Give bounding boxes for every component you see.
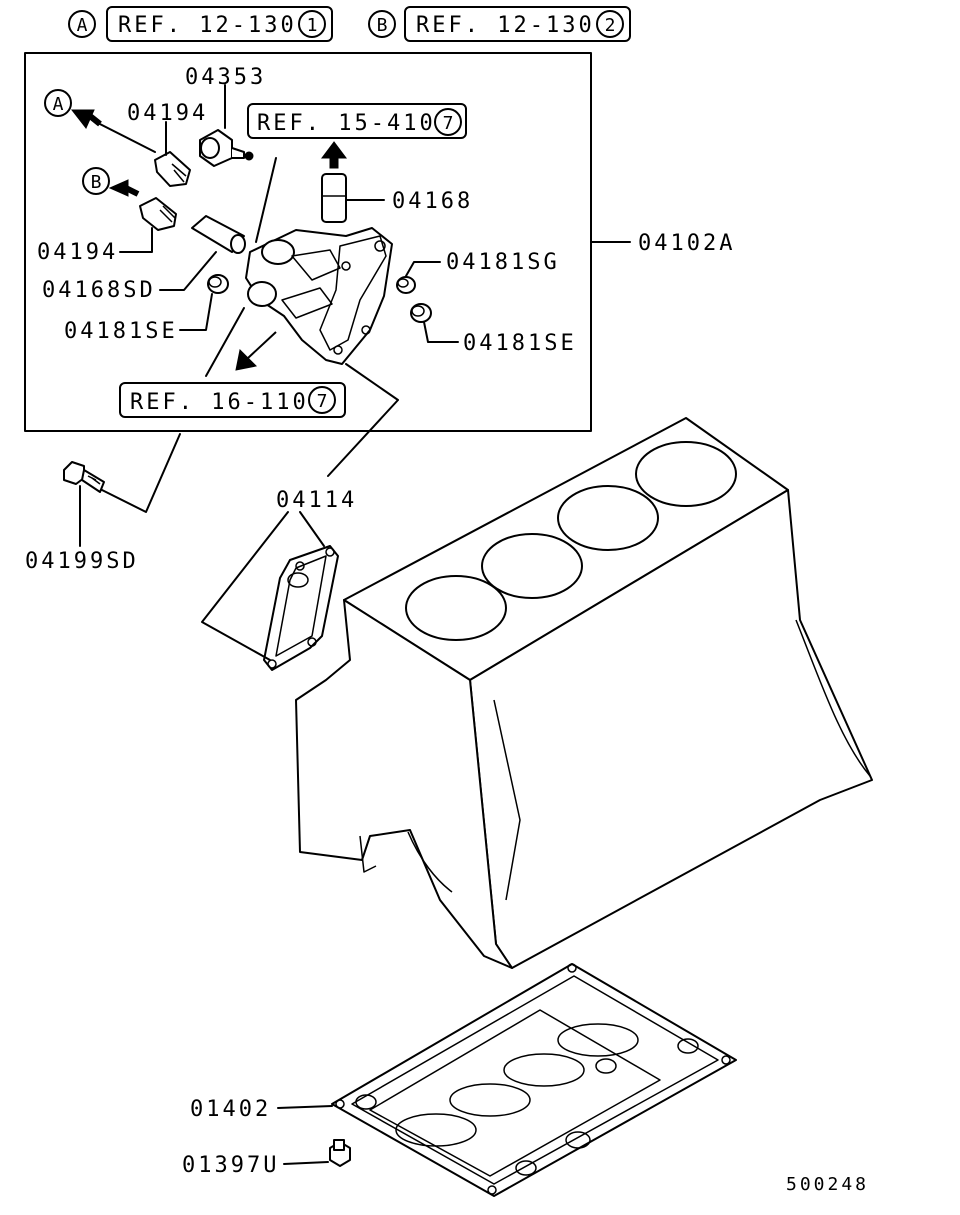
ref-a-text: REF. 12-130 [118, 13, 297, 38]
label-04181se-right[interactable]: 04181SE [463, 331, 577, 356]
ref-a-box [106, 6, 333, 42]
ref-15-410[interactable]: REF. 15-410 7 [247, 103, 467, 139]
leader-04114-gasket [201, 511, 289, 661]
label-04194-top[interactable]: 04194 [127, 101, 208, 126]
ref-a-marker-letter: A [77, 15, 88, 36]
fitting-04194-bottom[interactable] [139, 197, 177, 231]
leader-01402 [277, 1105, 333, 1109]
marker-b-letter: B [91, 172, 102, 193]
ref-a-circle [298, 10, 326, 38]
engine-block[interactable] [295, 417, 873, 969]
ref-b-text: REF. 12-130 [416, 13, 595, 38]
leader-04114-gasket-b [299, 511, 325, 547]
arrow-down-left-icon [235, 331, 277, 371]
arrow-up-icon [321, 141, 347, 169]
label-04181se-left[interactable]: 04181SE [64, 319, 178, 344]
housing-04102a[interactable] [245, 227, 393, 365]
diagram-id: 500248 [786, 1174, 869, 1195]
marker-a-letter: A [53, 94, 64, 115]
label-01397u[interactable]: 01397U [182, 1153, 279, 1178]
fitting-04194-top[interactable] [154, 151, 191, 187]
ref-a-marker-circle [68, 10, 96, 38]
label-04199sd[interactable]: 04199SD [25, 549, 139, 574]
sensor-04353[interactable] [199, 129, 254, 167]
leader-04199sd-frame [97, 433, 181, 513]
bedplate-01402[interactable] [331, 963, 737, 1197]
plug-04181se-right[interactable] [410, 303, 432, 323]
arrow-to-a-icon [70, 109, 156, 153]
leader-01397u [283, 1161, 329, 1165]
label-04194-bottom[interactable]: 04194 [37, 240, 118, 265]
plug-04181sg[interactable] [396, 276, 416, 294]
label-04168[interactable]: 04168 [392, 189, 473, 214]
label-04168sd[interactable]: 04168SD [42, 278, 156, 303]
leader-04181se-right [423, 321, 459, 343]
ref-b-circle [596, 10, 624, 38]
ref-16-110-circle [308, 386, 336, 414]
ref-b-marker-letter: B [377, 15, 388, 36]
label-01402[interactable]: 01402 [190, 1097, 271, 1122]
leader-frame-ref16 [205, 307, 245, 377]
ref-15-410-text: REF. 15-410 [257, 111, 436, 136]
leader-04114-frame [327, 363, 399, 477]
ref-16-110[interactable]: REF. 16-110 7 [119, 382, 346, 418]
ref-16-110-text: REF. 16-110 [130, 390, 309, 415]
ref-b-marker-circle [368, 10, 396, 38]
ref-a-circle-number: 1 [307, 15, 318, 36]
marker-a: A [44, 89, 72, 117]
leader-04194-bottom [119, 227, 153, 253]
bolt-01397u[interactable] [329, 1139, 351, 1167]
bolt-04199sd[interactable] [63, 461, 105, 493]
arrow-to-b-icon [108, 179, 140, 197]
ref-16-110-box [119, 382, 346, 418]
pipe-04168sd[interactable] [191, 215, 246, 254]
leader-housing-04353 [255, 157, 277, 243]
ref-15-410-circle-number: 7 [443, 113, 454, 134]
label-04102a[interactable]: 04102A [638, 231, 735, 256]
plug-04181se-left[interactable] [207, 274, 229, 294]
ref-15-410-circle [434, 108, 462, 136]
ref-b-circle-number: 2 [605, 15, 616, 36]
marker-b: B [82, 167, 110, 195]
pipe-04168[interactable] [321, 173, 347, 223]
ref-b-box [404, 6, 631, 42]
ref-16-110-circle-number: 7 [317, 391, 328, 412]
gasket-04114[interactable] [263, 545, 339, 671]
leader-04181sg [405, 261, 441, 277]
ref-b-header[interactable]: B REF. 12-130 2 [368, 6, 631, 42]
ref-15-410-box [247, 103, 467, 139]
ref-a-header[interactable]: A REF. 12-130 1 [68, 6, 333, 42]
label-04114[interactable]: 04114 [276, 488, 357, 513]
leader-04181se-left [179, 293, 213, 331]
label-04181sg[interactable]: 04181SG [446, 250, 560, 275]
leader-04168sd [159, 251, 217, 291]
label-04353[interactable]: 04353 [185, 65, 266, 90]
